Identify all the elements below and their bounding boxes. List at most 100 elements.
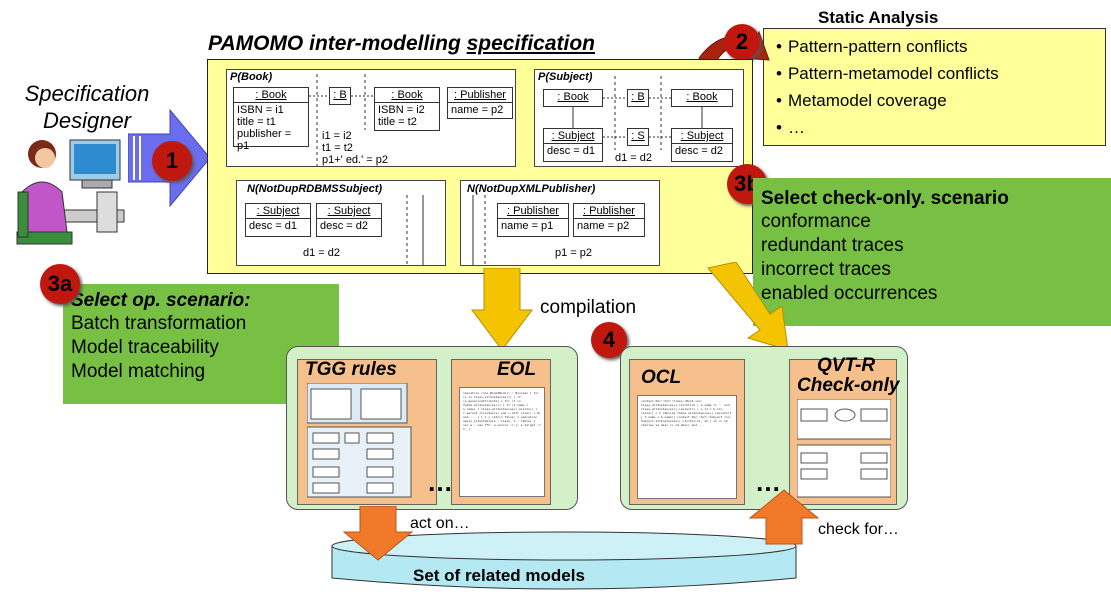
attr: desc = d1 [249,220,298,232]
tgg-rules-label: TGG rules [305,359,397,380]
class-book-1: : Book [543,89,603,107]
class-name: : Book [375,88,439,103]
pattern-links [309,74,374,166]
check-artifacts-box: OCL QVT-R Check-only context Pac::Ont::C… [620,346,908,510]
attr: desc = d2 [320,220,369,232]
static-item: Pattern-metamodel conflicts [776,60,1105,87]
class-name: : Publisher [574,204,644,219]
attr: publisher = p1 [237,128,292,152]
constraint: t1 = t2 [322,142,353,154]
computer-user-icon [16,139,125,245]
pattern-links [406,195,424,265]
attr: name = p1 [501,220,554,232]
act-on-label: act on… [410,515,470,532]
pamomo-specification-box: P(Book) : Book ISBN = i1 title = t1 publ… [207,59,753,274]
pattern-links [472,195,486,265]
down-arrow-left [471,268,533,351]
class-publisher-1: : Publisher name = p1 [497,203,569,237]
down-arrow-right [707,262,789,351]
class-name: : Book [557,91,589,103]
step-1-badge: 1 [152,141,192,181]
static-item: … [776,114,1105,141]
class-name: : Book [686,91,718,103]
pattern-title: N(NotDupRDBMSSubject) [247,183,383,195]
more-dots: … [427,467,453,497]
attr: desc = d1 [547,145,596,157]
pattern-links [572,76,703,150]
scenario-3b-title: Select check-only. scenario [761,188,1009,209]
class-book-2: : Book [671,89,733,107]
pattern-title: N(NotDupXMLPublisher) [467,183,596,195]
compilation-label: compilation [540,297,637,318]
check-for-arrow [748,489,820,545]
title-prefix: PAMOMO [208,32,304,55]
scenario-item: Batch transformation [71,313,247,334]
constraint: p1 = p2 [555,247,593,259]
attr: name = p2 [451,104,504,116]
class-name: : Subject [544,129,602,144]
title-suffix: specification [466,32,595,55]
title-mid: inter-modelling [303,32,467,55]
pattern-n-xml: N(NotDupXMLPublisher) : Publisher name =… [460,180,660,266]
specification-designer-label: Specification Designer [2,80,172,134]
attr: ISBN = i1 [237,104,284,116]
class-name: : Publisher [448,88,512,103]
class-name: : Subject [672,129,732,144]
pattern-title: P(Book) [230,71,273,83]
check-for-label: check for… [818,521,899,538]
constraint: i1 = i2 [322,130,352,142]
class-name: : Publisher [498,204,568,219]
class-subject-1: : Subject desc = d1 [543,128,603,162]
step-2-badge: 2 [724,24,760,60]
scenario-3a-title: Select op. scenario: [71,290,251,311]
constraints: i1 = i2 t1 = t2 p1+' ed.' = p2 [322,130,388,166]
step-3a-badge: 3a [40,264,80,304]
constraint: p1+' ed.' = p2 [322,154,388,166]
class-b: : B [329,87,351,105]
act-on-arrow [342,506,414,561]
class-publisher-2: : Publisher name = p2 [573,203,645,237]
more-dots: … [755,467,781,497]
class-subject-2: : Subject desc = d2 [671,128,733,162]
eol-label: EOL [497,359,537,380]
eol-code-thumbnail: operation rule_Book2Book() : Boolean { f… [459,387,545,497]
constraint: d1 = d2 [303,247,341,259]
scenario-item: conformance [761,211,871,232]
attr: desc = d2 [675,145,724,157]
class-s: : S [627,128,649,146]
class-subject-2: : Subject desc = d2 [316,203,382,237]
qvt-diagram-thumbnail [797,399,891,498]
scenario-item: Model matching [71,361,206,382]
models-cylinder [331,531,797,590]
static-analysis-title: Static Analysis [818,8,939,27]
class-name: : B [333,89,347,101]
designer-line1: Specification [24,81,150,106]
models-label: Set of related models [413,566,585,585]
pattern-p-book: P(Book) : Book ISBN = i1 title = t1 publ… [226,69,516,167]
attr: name = p2 [577,220,630,232]
operational-artifacts-box: TGG rules EOL operation rule_Book2Book()… [286,346,578,510]
pattern-p-subject: P(Subject) : Book : B : Book : Subject d… [534,69,744,167]
class-publisher: : Publisher name = p2 [447,87,513,119]
static-item: Pattern-pattern conflicts [776,33,1105,60]
attr: title = t1 [237,116,276,128]
class-name: : Subject [317,204,381,219]
designer-line2: Designer [42,108,132,133]
attr: title = t2 [378,116,417,128]
class-name: : Subject [246,204,310,219]
pattern-n-rdbms: N(NotDupRDBMSSubject) : Subject desc = d… [236,180,446,266]
static-item: Metamodel coverage [776,87,1105,114]
static-analysis-box: Pattern-pattern conflicts Pattern-metamo… [763,28,1106,146]
constraint: d1 = d2 [615,152,653,164]
tgg-rules-thumbnail [307,383,412,498]
class-name: : S [631,130,645,142]
ocl-code-thumbnail: context Pac::Ont::Class::Book inv: Class… [637,395,737,499]
scenario-item: redundant traces [761,235,904,256]
class-book-2: : Book ISBN = i2 title = t2 [374,87,440,131]
class-book-1: : Book ISBN = i1 title = t1 publisher = … [233,87,309,152]
check-only-scenario-box: Select check-only. scenario conformance … [753,178,1111,326]
diagram-title: PAMOMO inter-modelling specification [208,32,595,56]
class-b: : B [627,89,649,107]
pattern-title: P(Subject) [538,71,593,83]
scenario-item: Model traceability [71,337,219,358]
